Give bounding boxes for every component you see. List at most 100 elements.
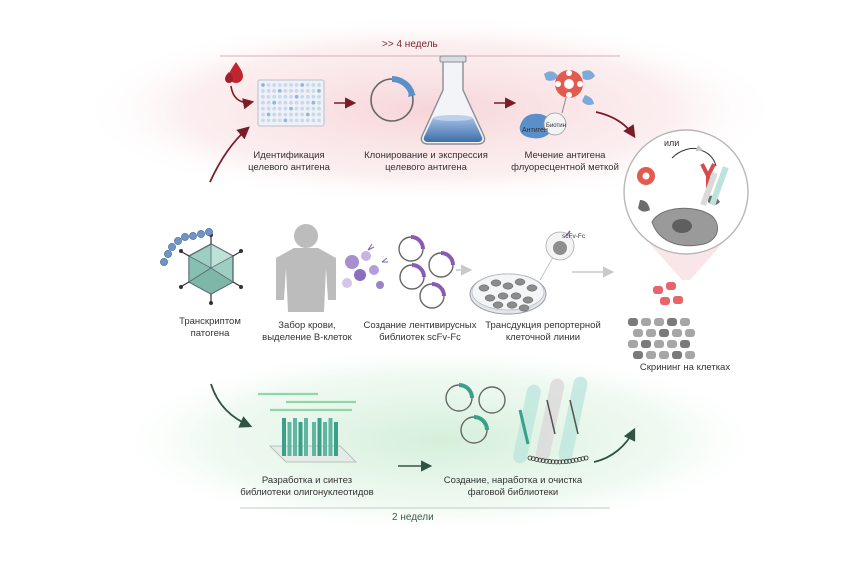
well — [277, 89, 282, 93]
tag-scfv: scFv-Fc — [562, 233, 586, 240]
well — [305, 100, 310, 105]
well — [266, 100, 271, 105]
well — [294, 89, 299, 93]
dish-cell — [502, 282, 514, 290]
tag-antigen: Антиген — [522, 127, 548, 134]
well — [300, 94, 305, 99]
oligo-column — [317, 418, 322, 456]
phage-tip — [577, 457, 582, 462]
well — [300, 112, 305, 117]
virus-icon — [179, 233, 243, 305]
well — [283, 112, 288, 117]
well — [277, 100, 282, 105]
oligo-column — [298, 422, 303, 456]
phage-tip — [570, 458, 576, 464]
rna-bead — [205, 228, 213, 236]
dish-cell — [492, 301, 504, 309]
drop-to-plate-arrow — [230, 85, 255, 110]
negative-cell — [672, 351, 682, 359]
phage-particles-icon — [513, 376, 589, 465]
well — [311, 118, 316, 123]
well — [261, 118, 265, 123]
oligo-column — [287, 422, 292, 456]
petri-dish-icon — [469, 273, 547, 315]
well — [261, 112, 265, 117]
oligo-column — [334, 422, 338, 456]
well — [277, 118, 282, 123]
dish-cell — [526, 284, 538, 292]
oligo-array-icon — [269, 418, 357, 463]
negative-cell — [680, 318, 690, 326]
duration-top: >> 4 недель — [382, 39, 438, 50]
well — [266, 89, 271, 93]
negative-cell — [641, 340, 651, 348]
well — [266, 94, 271, 99]
well — [283, 106, 288, 111]
oligo-column — [312, 422, 316, 456]
negative-cell — [633, 351, 643, 359]
dish-cell — [484, 294, 496, 302]
label-blood: Забор крови,выделение B-клеток — [262, 320, 352, 343]
negative-cell — [628, 318, 638, 326]
negative-cell — [646, 351, 656, 359]
rna-bead — [160, 258, 168, 266]
phage-tip — [573, 457, 579, 463]
negative-cell — [672, 329, 682, 337]
dish-cell — [478, 284, 490, 292]
well — [272, 83, 277, 87]
well — [272, 89, 277, 93]
well — [261, 83, 265, 87]
well — [261, 89, 265, 93]
phage-tip — [544, 458, 549, 464]
phage-tip — [530, 456, 536, 462]
positive-cell — [666, 282, 676, 290]
screening-zoom-icon — [623, 129, 749, 280]
dish-cell — [522, 296, 534, 304]
negative-cell — [654, 318, 664, 326]
b-cells-icon — [342, 243, 388, 289]
phage-tip — [550, 459, 556, 465]
well — [266, 83, 271, 87]
tag-or: или — [664, 138, 679, 148]
well-plate-icon — [257, 79, 325, 127]
well — [277, 106, 282, 111]
well — [294, 100, 299, 105]
negative-cell — [680, 340, 690, 348]
well — [266, 112, 271, 117]
well — [317, 94, 321, 99]
arrow-pathogen-to-bottom — [210, 383, 253, 428]
phage-tip — [580, 456, 586, 462]
well — [305, 83, 310, 87]
phage-tip — [540, 458, 546, 464]
well — [261, 94, 265, 99]
well — [294, 83, 299, 87]
well — [289, 106, 293, 111]
phage-tip — [567, 458, 572, 464]
phage-tip — [547, 459, 553, 464]
plasmid-icon — [370, 76, 416, 122]
well — [283, 83, 288, 87]
well — [294, 106, 299, 111]
well — [300, 89, 305, 93]
rna-chain-icon — [160, 228, 213, 266]
tag-biotin: Биотин — [546, 123, 566, 129]
cell-zoom-icon — [539, 230, 575, 281]
well — [311, 89, 316, 93]
positive-cell — [660, 297, 670, 305]
phage-plasmids-icon — [445, 383, 506, 444]
well — [305, 106, 310, 111]
dish-cell — [490, 279, 502, 287]
dish-cell — [514, 278, 526, 286]
labeled-antigen-icon — [519, 70, 595, 139]
dish-cell — [510, 292, 522, 300]
rna-bead — [189, 232, 197, 240]
oligo-column — [323, 422, 327, 456]
well — [294, 112, 299, 117]
label-screening: Скрининг на клетках — [639, 362, 731, 373]
rna-bead — [174, 237, 182, 245]
